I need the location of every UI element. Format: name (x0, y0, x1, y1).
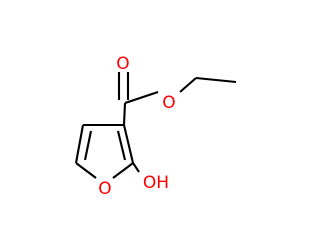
ester-oxygen-label: O (162, 93, 175, 113)
carbonyl-oxygen-label: O (116, 54, 129, 74)
ring-oxygen-label: O (98, 179, 111, 199)
bond-c2-c3-inner (116, 130, 127, 161)
bond-carbonyl-ester-o (124, 91, 159, 104)
atom-labels: O O O OH (98, 54, 175, 199)
hydroxyl-label: OH (143, 173, 169, 193)
bond-c2-oh (132, 162, 140, 173)
bond-o1-c2 (112, 162, 134, 179)
bond-c4-c5-inner (83, 130, 93, 161)
bond-c4-c5 (74, 124, 85, 164)
structure-diagram: O O O OH (74, 54, 237, 199)
bond-c3-carbonyl (122, 102, 127, 126)
bond-o-ch2 (179, 77, 197, 93)
bond-c2-c3 (122, 124, 135, 164)
bond-c5-o1 (75, 162, 97, 179)
bond-ch2-ch3 (195, 76, 237, 84)
bonds (74, 72, 237, 179)
molecule-drawing: O O O OH (74, 54, 237, 199)
